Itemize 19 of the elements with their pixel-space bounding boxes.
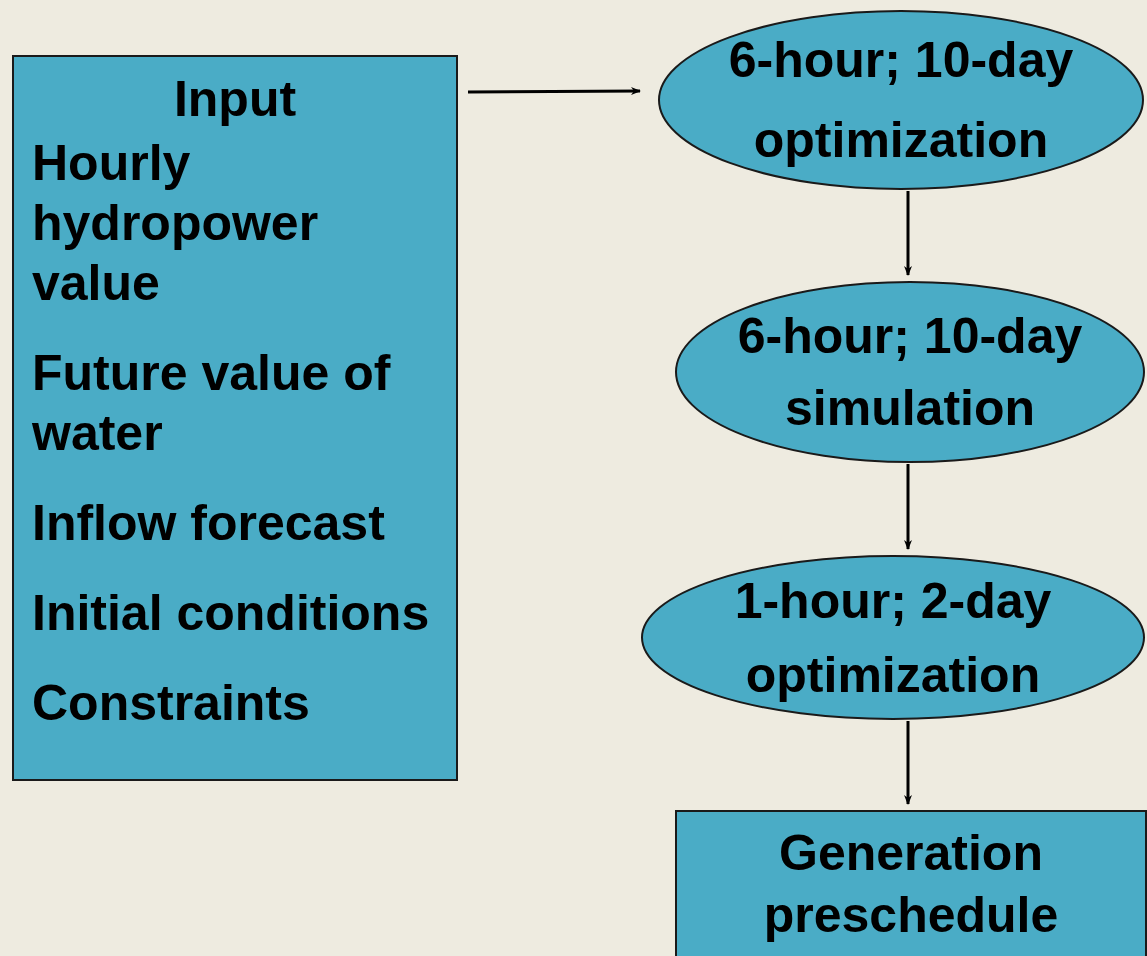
- box-heading: Input: [172, 70, 298, 129]
- input-item: Inflow forecast: [32, 494, 386, 553]
- input-item: Constraints: [32, 674, 311, 733]
- input-item: Hourly hydropower value: [32, 134, 320, 313]
- arrow: [904, 721, 912, 805]
- node-label: 1-hour; 2-day optimization: [733, 571, 1053, 705]
- node-label: 6-hour; 10-day simulation: [736, 307, 1084, 438]
- arrow: [468, 87, 641, 96]
- output-box: [675, 810, 1147, 956]
- input-item: Initial conditions: [32, 584, 431, 643]
- arrow: [904, 191, 912, 276]
- node-label: Generation preschedule: [762, 824, 1060, 945]
- process-ellipse: [641, 555, 1145, 720]
- process-ellipse: [658, 10, 1144, 190]
- arrow: [904, 464, 912, 550]
- process-ellipse: [675, 281, 1145, 463]
- input-box: [12, 55, 458, 781]
- input-item: Future value of water: [32, 344, 392, 463]
- node-label: 6-hour; 10-day optimization: [727, 31, 1075, 170]
